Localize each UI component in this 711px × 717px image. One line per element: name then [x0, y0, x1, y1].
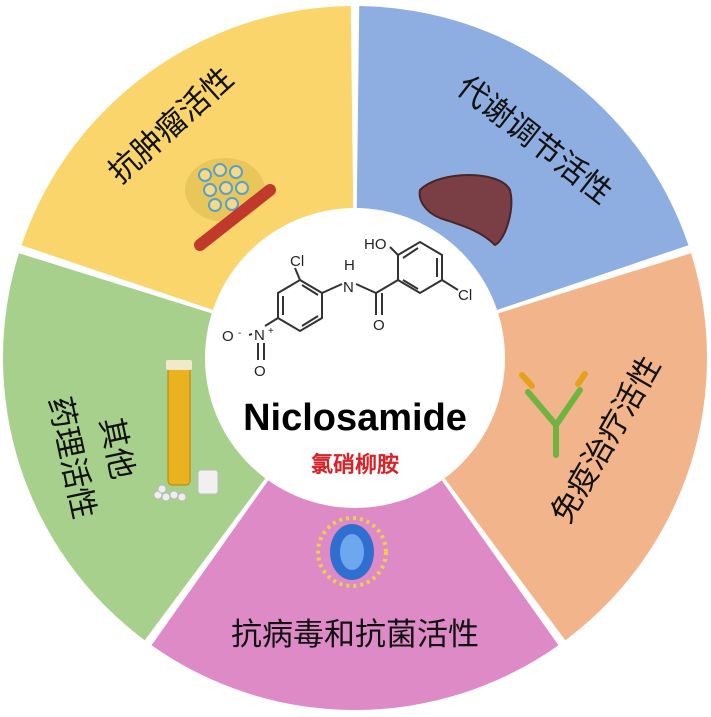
- atom-h: H: [344, 257, 355, 274]
- charge-minus: -: [238, 328, 241, 339]
- tumor-cells-icon: [185, 158, 276, 251]
- antibody-icon: [519, 371, 588, 458]
- structure-atom-labels: Cl N H HO O Cl N + O - O: [222, 236, 472, 380]
- sector-immunotherapy: [438, 253, 707, 641]
- sector-other: [3, 253, 272, 641]
- atom-o: O: [373, 317, 385, 334]
- compound-name-en: Niclosamide: [243, 397, 467, 439]
- atom-cl: Cl: [290, 253, 304, 270]
- charge-plus: +: [268, 326, 274, 337]
- niclosamide-structure: [248, 240, 459, 360]
- center-circle: [205, 208, 505, 508]
- sector-antiviral: [151, 472, 559, 710]
- medicine-vial-icon: [153, 360, 219, 502]
- compound-name-cn: 氯硝柳胺: [311, 452, 399, 478]
- atom-o-2: O: [254, 363, 266, 380]
- liver-icon: [418, 174, 513, 247]
- sector-label-antiviral: 抗病毒和抗菌活性: [231, 617, 479, 653]
- atom-nh: N: [343, 279, 354, 296]
- virus-icon: [316, 516, 388, 588]
- atom-ho: HO: [364, 236, 387, 253]
- atom-n: N: [254, 327, 265, 344]
- atom-cl-2: Cl: [458, 287, 472, 304]
- atom-o-minus: O: [222, 328, 234, 345]
